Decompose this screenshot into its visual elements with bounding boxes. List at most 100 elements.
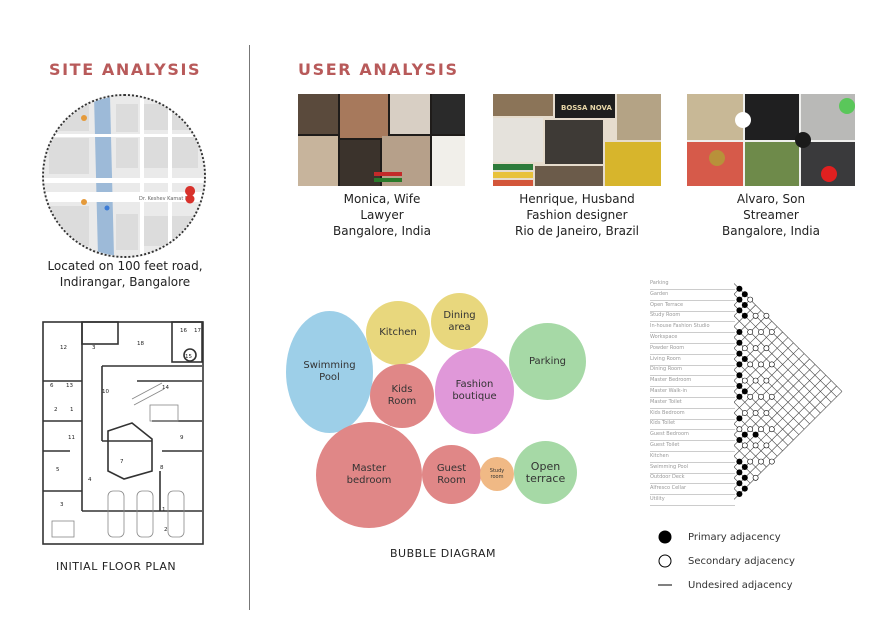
filled-circle-icon	[658, 530, 672, 544]
column-divider	[249, 45, 250, 610]
matrix-grid-line	[734, 337, 816, 419]
primary-adjacency-mark	[741, 312, 748, 319]
svg-text:2: 2	[54, 407, 58, 413]
svg-text:11: 11	[68, 435, 75, 441]
primary-adjacency-mark	[741, 464, 748, 470]
secondary-adjacency-mark	[758, 361, 764, 368]
svg-text:16: 16	[180, 328, 187, 334]
primary-adjacency-mark	[736, 491, 743, 497]
secondary-adjacency-mark	[758, 458, 764, 465]
secondary-adjacency-mark	[752, 377, 759, 384]
secondary-adjacency-mark	[763, 377, 770, 384]
adjacency-room-label: Guest Bedroom	[650, 429, 735, 442]
user-card-monica: Monica, Wife Lawyer Bangalore, India	[292, 191, 472, 239]
matrix-grid-line	[734, 331, 783, 381]
adjacency-matrix	[734, 283, 843, 500]
primary-adjacency-mark	[736, 458, 743, 465]
svg-text:10: 10	[102, 389, 109, 395]
primary-adjacency-mark	[736, 393, 743, 400]
adjacency-room-label: Guest Toilet	[650, 440, 735, 452]
matrix-grid-line	[734, 369, 821, 457]
matrix-grid-line	[734, 299, 751, 317]
matrix-grid-line	[734, 374, 827, 468]
site-analysis-heading: SITE ANALYSIS	[49, 60, 202, 79]
secondary-adjacency-mark	[747, 296, 754, 303]
collage-alvaro	[687, 94, 855, 186]
secondary-adjacency-mark	[747, 458, 754, 465]
svg-text:5: 5	[56, 467, 60, 473]
primary-adjacency-mark	[736, 480, 743, 487]
secondary-adjacency-mark	[763, 442, 770, 449]
primary-adjacency-mark	[741, 431, 748, 438]
svg-text:1: 1	[162, 507, 166, 513]
user-role: Lawyer	[360, 208, 404, 222]
user-card-henrique: Henrique, Husband Fashion designer Rio d…	[482, 191, 672, 239]
bubble-diagram-caption: BUBBLE DIAGRAM	[390, 547, 497, 560]
primary-adjacency-mark	[736, 383, 743, 389]
secondary-adjacency-mark	[747, 329, 754, 335]
secondary-adjacency-mark	[768, 329, 775, 335]
floor-plan-caption: INITIAL FLOOR PLAN	[56, 560, 177, 573]
dash-icon	[658, 578, 672, 592]
primary-adjacency-mark	[741, 291, 748, 298]
svg-text:1: 1	[70, 407, 74, 413]
matrix-grid-line	[734, 445, 762, 473]
primary-adjacency-mark	[736, 307, 743, 314]
adjacency-room-label: Master Toilet	[650, 397, 735, 409]
primary-adjacency-mark	[741, 485, 748, 492]
svg-text:4: 4	[88, 477, 92, 483]
location-line-2: Indirangar, Bangalore	[59, 275, 191, 289]
svg-text:18: 18	[137, 341, 144, 347]
secondary-adjacency-mark	[741, 442, 748, 449]
svg-text:13: 13	[66, 383, 73, 389]
adjacency-room-label: Workspace	[650, 332, 735, 344]
bubble-kitchen: Kitchen	[366, 301, 430, 365]
legend-undesired-label: Undesired adjacency	[688, 579, 793, 591]
adjacency-room-label: Swimming Pool	[650, 462, 735, 474]
user-analysis-heading: USER ANALYSIS	[298, 60, 459, 79]
adjacency-room-label: Dining Room	[650, 364, 735, 377]
matrix-grid-line	[734, 364, 816, 446]
adjacency-room-label: Master Walk-in	[650, 386, 735, 398]
primary-adjacency-mark	[736, 372, 743, 379]
user-photo-monica	[298, 94, 465, 186]
empty-circle-icon	[658, 554, 672, 568]
adjacency-room-label: Alfresco Cellar	[650, 483, 735, 496]
primary-adjacency-mark	[736, 469, 743, 476]
adjacency-room-label: Master Bedroom	[650, 375, 735, 388]
primary-adjacency-mark	[736, 285, 743, 292]
adjacency-room-label: Open Terrace	[650, 300, 735, 312]
svg-text:14: 14	[162, 385, 169, 391]
primary-adjacency-mark	[752, 431, 759, 438]
secondary-adjacency-mark	[741, 377, 748, 384]
secondary-adjacency-mark	[758, 393, 764, 400]
svg-text:3: 3	[60, 502, 64, 508]
user-name: Monica, Wife	[343, 192, 421, 206]
secondary-adjacency-mark	[736, 426, 743, 433]
adjacency-room-label: Living Room	[650, 354, 735, 366]
svg-text:15: 15	[185, 354, 192, 360]
svg-text:Dr. Keshev Kamat Rd: Dr. Keshev Kamat Rd	[139, 196, 192, 202]
matrix-grid-line	[734, 391, 843, 500]
secondary-adjacency-mark	[747, 426, 754, 433]
primary-adjacency-mark	[741, 356, 748, 362]
adjacency-room-label: Study Room	[650, 310, 735, 323]
secondary-adjacency-mark	[768, 361, 775, 368]
matrix-grid-line	[734, 293, 837, 398]
user-name: Henrique, Husband	[519, 192, 635, 206]
adjacency-room-label: Outdoor Deck	[650, 472, 735, 485]
secondary-adjacency-mark	[763, 312, 770, 319]
adjacency-room-label: In-house Fashion Studio	[650, 321, 735, 334]
secondary-adjacency-mark	[752, 410, 759, 416]
svg-text:2: 2	[164, 527, 168, 533]
primary-adjacency-mark	[736, 296, 743, 303]
primary-adjacency-mark	[741, 302, 748, 308]
site-location-caption: Located on 100 feet road, Indirangar, Ba…	[20, 258, 230, 290]
secondary-adjacency-mark	[763, 410, 770, 416]
